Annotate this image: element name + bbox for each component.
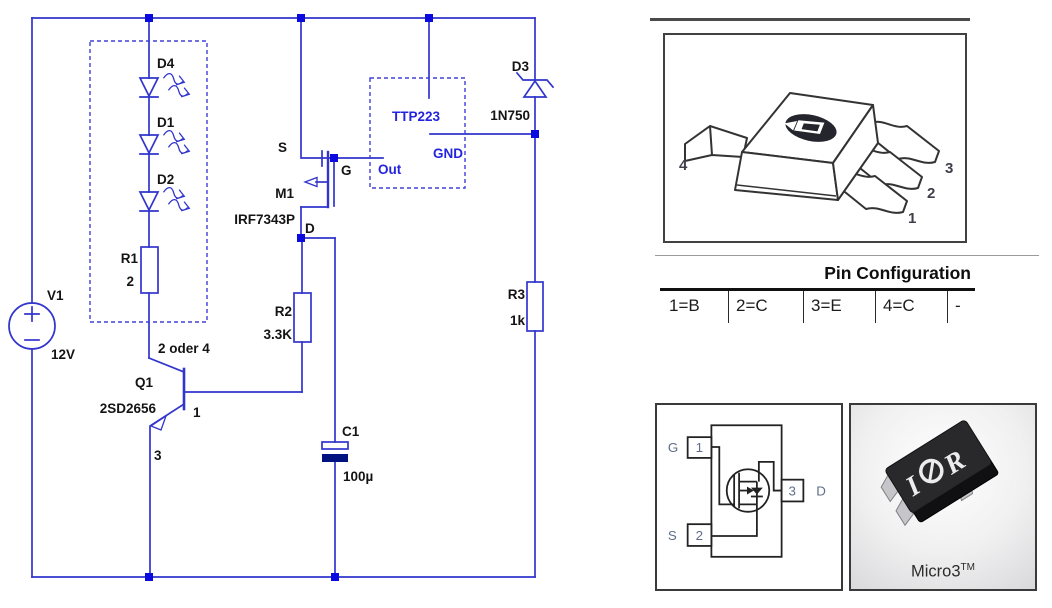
m1-ref-label: M1 bbox=[275, 186, 294, 201]
r1-value-label: 2 bbox=[126, 274, 134, 289]
m1-arrow bbox=[303, 176, 318, 188]
mosfet-symbol-internals bbox=[733, 472, 763, 509]
ttp223-chip-label: TTP223 bbox=[392, 109, 441, 124]
circuit-schematic: V1 12V D4 D1 D2 R1 2 2 oder 4 Q1 2SD2656… bbox=[8, 14, 555, 581]
transistor-q1-symbol bbox=[149, 367, 186, 431]
wire-q1-emitter bbox=[149, 402, 186, 578]
pin-config-cell: - bbox=[947, 291, 987, 323]
micro3-package-render: I R bbox=[880, 420, 999, 527]
q1-part-label: 2SD2656 bbox=[100, 401, 157, 416]
led-d4-triangle bbox=[138, 77, 160, 98]
led-symbols bbox=[138, 77, 160, 212]
led-d2-label: D2 bbox=[157, 172, 174, 187]
package-pin3-label: 3 bbox=[945, 160, 953, 177]
micro3-tm: TM bbox=[960, 561, 975, 573]
sot23-pinout-box: G 1 S 2 3 D bbox=[655, 403, 843, 591]
r3-value-label: 1k bbox=[510, 313, 526, 328]
micro3-label: Micro3TM bbox=[851, 562, 1035, 582]
r3-ref-label: R3 bbox=[508, 287, 526, 302]
c1-ref-label: C1 bbox=[342, 424, 360, 439]
pinout-pin2-pad bbox=[686, 523, 713, 547]
pinout-pin2-label: 2 bbox=[696, 528, 703, 543]
m1-drain-label: D bbox=[305, 221, 315, 236]
pinout-drain-label: D bbox=[816, 483, 826, 498]
package-pin2-label: 2 bbox=[927, 185, 935, 202]
led-count-note: 2 oder 4 bbox=[158, 341, 210, 356]
q1-ref-label: Q1 bbox=[135, 375, 154, 390]
voltage-source-v1-symbol bbox=[8, 302, 56, 350]
led-d1-triangle bbox=[138, 134, 160, 155]
mosfet-symbol-circle bbox=[725, 468, 771, 513]
pin-config-cell: 3=E bbox=[803, 291, 875, 323]
r2-value-label: 3.3K bbox=[263, 327, 292, 342]
resistor-symbols bbox=[140, 246, 544, 343]
led-group-dashed-box bbox=[89, 40, 208, 323]
pinout-gate-label: G bbox=[668, 440, 678, 455]
d3-ref-label: D3 bbox=[512, 59, 530, 74]
m1-gate-label: G bbox=[341, 163, 352, 178]
micro3-body bbox=[885, 420, 999, 523]
pinout-traces bbox=[711, 446, 782, 537]
led-d4-label: D4 bbox=[157, 56, 175, 71]
pin-config-title: Pin Configuration bbox=[824, 263, 971, 283]
pin-config-top-rule bbox=[655, 255, 1039, 256]
package-isometric-drawing: 4 3 2 1 bbox=[679, 92, 953, 227]
manufacturer-logo bbox=[784, 114, 837, 142]
q1-emitter-arrow bbox=[149, 414, 168, 431]
package-lead-4 bbox=[684, 125, 748, 162]
resistor-r2-body bbox=[293, 292, 312, 343]
ttp223-gnd-label: GND bbox=[433, 146, 463, 161]
m1-part-label: IRF7343P bbox=[234, 212, 295, 227]
pin-config-header-rule bbox=[660, 288, 975, 291]
top-divider-line bbox=[650, 18, 970, 21]
plus-sign bbox=[24, 306, 40, 322]
mosfet-m1-symbol bbox=[300, 150, 335, 209]
c1-value-label: 100µ bbox=[343, 469, 373, 484]
led-emission-arrows bbox=[163, 73, 191, 212]
pin-config-cell: 1=B bbox=[669, 296, 700, 315]
zener-d3-symbol bbox=[515, 71, 555, 98]
led-d1-label: D1 bbox=[157, 115, 175, 130]
pinout-source-label: S bbox=[668, 528, 677, 543]
wire-m1-drain bbox=[300, 206, 336, 239]
d3-part-label: 1N750 bbox=[490, 108, 530, 123]
capacitor-c1-symbol bbox=[321, 441, 349, 462]
q1-pin-base-label: 1 bbox=[193, 405, 201, 420]
r1-ref-label: R1 bbox=[121, 251, 139, 266]
package-drawing-box: 4 3 2 1 bbox=[663, 33, 967, 243]
pin-config-row: 1=B 2=C 3=E 4=C - bbox=[662, 291, 987, 323]
q1-pin-emitter-label: 3 bbox=[154, 448, 162, 463]
led-d2-triangle bbox=[138, 191, 160, 212]
pin-config-cell: 2=C bbox=[728, 291, 803, 323]
sot23-pinout-diagram: G 1 S 2 3 D bbox=[668, 424, 826, 558]
resistor-r3-body bbox=[526, 281, 544, 332]
micro3-name: Micro3 bbox=[911, 562, 961, 580]
wires bbox=[31, 17, 536, 578]
package-pin1-label: 1 bbox=[908, 210, 916, 227]
v1-ref-label: V1 bbox=[47, 288, 64, 303]
pinout-pin1-label: 1 bbox=[696, 440, 703, 455]
m1-source-label: S bbox=[278, 140, 287, 155]
wire-q1-collector bbox=[147, 356, 186, 374]
r2-ref-label: R2 bbox=[275, 304, 292, 319]
resistor-r1-body bbox=[140, 246, 159, 294]
ttp223-out-label: Out bbox=[378, 162, 402, 177]
ttp223-dashed-box bbox=[369, 77, 466, 189]
v1-value-label: 12V bbox=[51, 347, 75, 362]
pin-config-cell: 4=C bbox=[875, 291, 947, 323]
package-pin4-label: 4 bbox=[679, 157, 688, 174]
micro3-package-box: I R Micro3TM bbox=[849, 403, 1037, 591]
junction-dots bbox=[145, 14, 539, 581]
pinout-pin3-label: 3 bbox=[789, 483, 796, 498]
